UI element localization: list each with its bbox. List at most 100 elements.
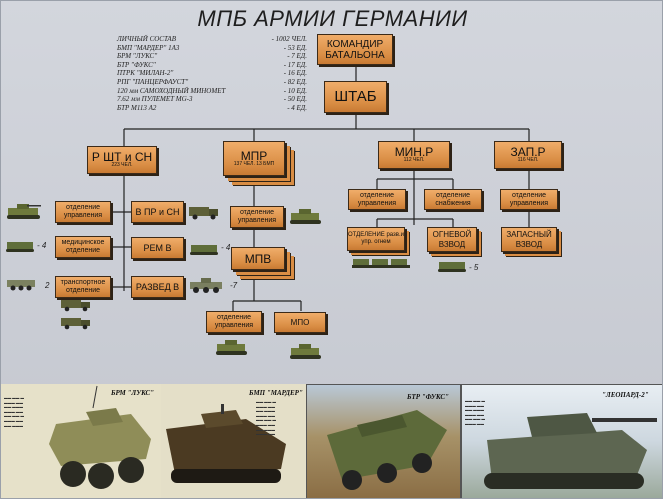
mpv-label: МПВ	[244, 251, 272, 266]
trans-count: 2	[45, 281, 50, 290]
marder-vehicle-icon	[166, 404, 286, 483]
stat-row: 7.62 мм ПУЛЕМЕТ MG-3 - 50 ЕД.	[117, 95, 307, 104]
minr-sub: 112 ЧЕЛ.	[403, 157, 425, 163]
apc-icon	[6, 242, 34, 252]
ifv-icon	[290, 344, 321, 359]
stat-name: РПГ "ПАНЦЕРФАУСТ"	[117, 77, 189, 86]
stat-name: БТР М113 А2	[117, 103, 157, 112]
zapr-sub: 116 ЧЕЛ.	[517, 157, 539, 163]
mpo-label: МПО	[290, 317, 310, 327]
luks-vehicle-icon	[49, 385, 151, 489]
stat-row: БМП "МАРДЕР" 1А3 - 53 ЕД.	[117, 44, 307, 53]
rem-box: РЕМ В	[131, 237, 184, 259]
stats-list: ЛИЧНЫЙ СОСТАВ - 1002 ЧЕЛ. БМП "МАРДЕР" 1А…	[117, 35, 307, 112]
rem-label: РЕМ В	[143, 243, 172, 253]
razved-label: РАЗВЕД В	[135, 282, 180, 292]
vpr-box: В ПР и СН	[131, 201, 184, 223]
stat-name: 7.62 мм ПУЛЕМЕТ MG-3	[117, 95, 193, 104]
stat-value: - 4 ЕД.	[287, 103, 307, 112]
fire-label: ОГНЕВОЙ ВЗВОД	[432, 229, 472, 249]
mpr-upr-box: отделение управления	[230, 206, 284, 228]
mpo-box: МПО	[274, 312, 326, 333]
hq-label: ШТАБ	[334, 88, 377, 105]
luks-panel: ▬▬ ▬▬ ▬▬▬▬ ▬▬▬▬ ▬▬▬▬▬▬ ▬▬▬▬ ▬▬ ▬▬▬▬ ▬▬▬▬…	[1, 384, 161, 498]
stat-value: - 16 ЕД.	[283, 69, 307, 78]
trans-box: транспортное отделение	[55, 276, 111, 298]
med-label: медицинское отделение	[61, 239, 105, 254]
apc-icon	[190, 245, 218, 255]
stat-name: БТР "ФУКС"	[117, 60, 156, 69]
stat-row: ПТРК "МИЛАН-2" - 16 ЕД.	[117, 69, 307, 78]
stat-row: РПГ "ПАНЦЕРФАУСТ" - 82 ЕД.	[117, 78, 307, 87]
mpv-upr-box: отделение управления	[206, 311, 262, 333]
vpr-label: В ПР и СН	[135, 207, 180, 217]
fuks-vehicle-icon	[327, 410, 447, 490]
fire-box: ОГНЕВОЙ ВЗВОД	[427, 227, 477, 252]
truck-icon	[61, 318, 90, 330]
min-sn-box: отделение снабжения	[424, 189, 482, 210]
recon-vehicle-icon	[190, 278, 222, 293]
commander-box: КОМАНДИР БАТАЛЬОНА	[317, 34, 393, 65]
fuks-label: БТР "ФУКС"	[407, 393, 449, 401]
mortar-vehicles-icon	[352, 259, 410, 268]
min-upr-box: отделение управления	[348, 189, 406, 210]
ifv-icon	[7, 204, 41, 219]
stat-value: - 53 ЕД.	[283, 43, 307, 52]
hq-box: ШТАБ	[324, 81, 387, 113]
luks-label: БРМ "ЛУКС"	[111, 389, 155, 397]
leopard-label: "ЛЕОПАРД-2"	[602, 391, 649, 399]
zap-v-box: ЗАПАСНЫЙ ВЗВОД	[501, 227, 557, 252]
stat-name: БМП "МАРДЕР" 1А3	[117, 43, 180, 52]
ifv-icon	[216, 340, 247, 355]
leopard-specs: ▬▬ ▬▬ ▬▬▬▬ ▬▬▬▬ ▬▬▬▬▬▬ ▬▬▬▬ ▬▬ ▬▬▬▬ ▬▬	[465, 399, 485, 426]
stat-value: - 82 ЕД.	[283, 77, 307, 86]
med-count: - 4	[37, 241, 47, 250]
zapr-box: ЗАП.Р 116 ЧЕЛ.	[494, 141, 562, 169]
ifv-icon	[290, 209, 321, 224]
rsht-box: Р ШТ и СН 223 ЧЕЛ.	[87, 146, 157, 174]
marder-label: БМП "МАРДЕР"	[249, 389, 303, 397]
zap-upr-label: отделение управления	[509, 191, 549, 207]
minr-title: МИН.Р	[394, 145, 434, 159]
zap-upr-box: отделение управления	[500, 189, 558, 210]
stat-value: - 7 ЕД.	[287, 52, 307, 61]
fire-count: - 5	[469, 263, 479, 272]
luks-specs: ▬▬ ▬▬ ▬▬▬▬ ▬▬▬▬ ▬▬▬▬▬▬ ▬▬▬▬ ▬▬ ▬▬▬▬ ▬▬▬▬…	[4, 396, 24, 428]
stat-row: БТР М113 А2 - 4 ЕД.	[117, 104, 307, 113]
zapr-title: ЗАП.Р	[510, 145, 546, 159]
stat-row: БТР "ФУКС" - 17 ЕД.	[117, 61, 307, 70]
stat-name: ЛИЧНЫЙ СОСТАВ	[117, 35, 176, 43]
stat-value: - 17 ЕД.	[283, 60, 307, 69]
mpv-upr-label: отделение управления	[214, 314, 254, 329]
rsht-title: Р ШТ и СН	[91, 150, 153, 164]
min-razv-label: ОТДЕЛЕНИЕ разв.и упр. огнем	[348, 232, 405, 245]
minr-box: МИН.Р 112 ЧЕЛ.	[378, 141, 450, 169]
leopard-panel: ▬▬ ▬▬ ▬▬▬▬ ▬▬▬▬ ▬▬▬▬▬▬ ▬▬▬▬ ▬▬ ▬▬▬▬ ▬▬ "…	[461, 384, 662, 498]
mpr-title: МПР	[240, 148, 268, 163]
min-upr-label: отделение управления	[357, 191, 397, 207]
zap-v-label: ЗАПАСНЫЙ ВЗВОД	[506, 229, 552, 249]
stat-value: - 50 ЕД.	[283, 95, 307, 104]
commander-label: КОМАНДИР БАТАЛЬОНА	[325, 38, 385, 61]
mpr-upr-label: отделение управления	[237, 209, 277, 224]
mpv-box: МПВ	[231, 247, 285, 270]
stat-name: 120 мм САМОХОДНЫЙ МИНОМЕТ	[117, 86, 226, 95]
rsht-sub: 223 ЧЕЛ.	[111, 162, 133, 168]
stat-value: - 1002 ЧЕЛ.	[271, 35, 307, 43]
leopard-tank-icon	[484, 413, 657, 489]
stat-value: - 10 ЕД.	[283, 86, 307, 95]
mortar-vehicle-icon	[438, 262, 466, 272]
marder-panel: ▬▬ ▬▬ ▬▬▬▬ ▬▬▬▬ ▬▬▬▬▬▬ ▬▬▬▬ ▬▬ ▬▬▬▬ ▬▬▬▬…	[161, 384, 306, 498]
fuks-panel: БТР "ФУКС"	[306, 384, 461, 498]
stat-row: ЛИЧНЫЙ СОСТАВ - 1002 ЧЕЛ.	[117, 35, 307, 44]
stat-name: ПТРК "МИЛАН-2"	[117, 69, 174, 78]
stat-row: БРМ "ЛУКС" - 7 ЕД.	[117, 52, 307, 61]
stat-row: 120 мм САМОХОДНЫЙ МИНОМЕТ - 10 ЕД.	[117, 87, 307, 96]
rsht-upr-box: отделение управления	[55, 201, 111, 223]
stat-name: БРМ "ЛУКС"	[117, 52, 158, 61]
trans-label: транспортное отделение	[60, 279, 106, 294]
mpr-box: МПР 137 ЧЕЛ. 13 БМП	[223, 141, 285, 176]
rsht-upr-label: отделение управления	[63, 204, 103, 219]
